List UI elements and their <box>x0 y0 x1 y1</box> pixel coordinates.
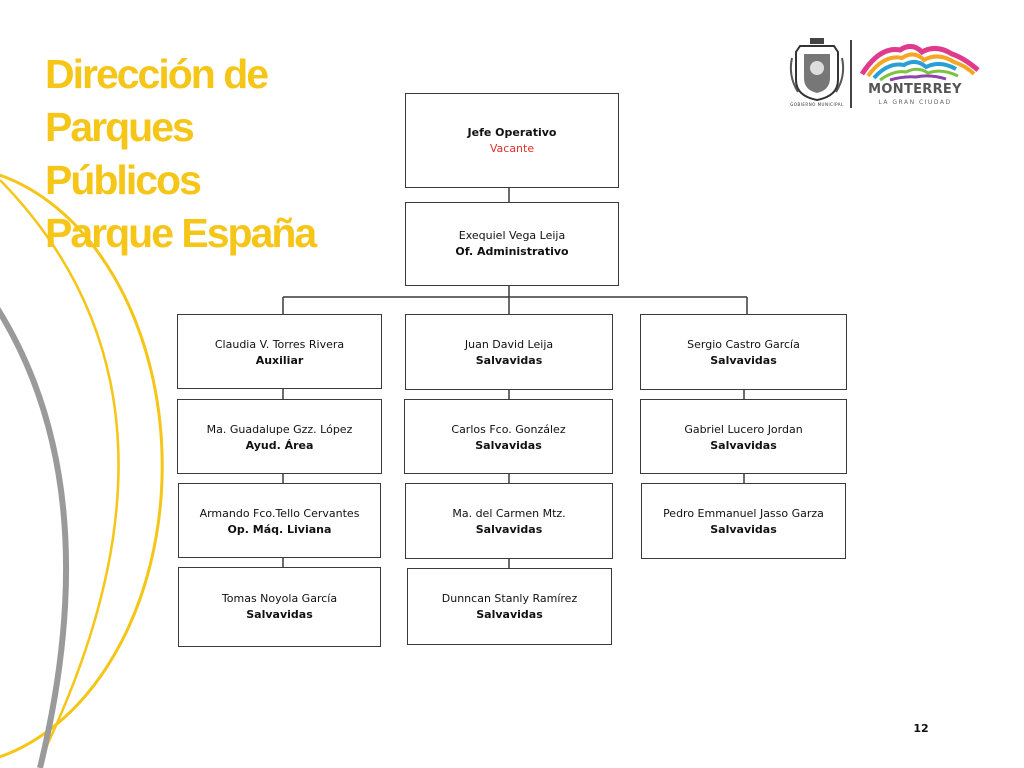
org-box-staff: Tomas Noyola García Salvavidas <box>178 567 381 647</box>
box-role: Salvavidas <box>475 439 542 452</box>
box-name: Carlos Fco. González <box>451 423 566 436</box>
title-line: Públicos <box>45 157 202 203</box>
title-line: Dirección de <box>45 51 269 97</box>
box-name: Dunncan Stanly Ramírez <box>441 591 578 605</box>
box-role: Salvavidas <box>710 523 777 536</box>
seal-caption: GOBIERNO MUNICIPAL <box>790 102 844 107</box>
org-box-staff: Claudia V. Torres Rivera Auxiliar <box>177 314 382 389</box>
logo-divider <box>850 40 852 108</box>
box-role: Ayud. Área <box>245 439 314 452</box>
org-box-staff: Dunncan Stanly Ramírez Salvavidas <box>407 568 612 645</box>
box-name: Armando Fco.Tello Cervantes <box>199 507 360 520</box>
org-box-head: Jefe Operativo Vacante <box>405 93 619 188</box>
box-role: Auxiliar <box>255 354 304 367</box>
box-name: Ma. Guadalupe Gzz. López <box>206 423 353 436</box>
page-number: 12 <box>913 722 929 735</box>
org-box-staff: Sergio Castro García Salvavidas <box>640 314 847 390</box>
box-role-vacant: Vacante <box>489 141 535 155</box>
org-box-staff: Carlos Fco. González Salvavidas <box>404 399 613 474</box>
city-tagline: LA GRAN CIUDAD <box>878 99 952 106</box>
box-name: Exequiel Vega Leija <box>458 229 566 242</box>
org-box-admin: Exequiel Vega Leija Of. Administrativo <box>405 202 619 286</box>
municipal-seal-icon <box>789 38 845 102</box>
org-box-staff: Gabriel Lucero Jordan Salvavidas <box>640 399 847 474</box>
org-box-staff: Pedro Emmanuel Jasso Garza Salvavidas <box>641 483 846 559</box>
box-role: Salvavidas <box>475 523 543 536</box>
box-name: Ma. del Carmen Mtz. <box>452 507 566 520</box>
box-name: Jefe Operativo <box>467 125 557 139</box>
box-name: Gabriel Lucero Jordan <box>684 423 803 436</box>
box-name: Pedro Emmanuel Jasso Garza <box>663 507 824 520</box>
org-box-staff: Armando Fco.Tello Cervantes Op. Máq. Liv… <box>178 483 381 558</box>
org-box-staff: Ma. Guadalupe Gzz. López Ayud. Área <box>177 399 382 474</box>
org-box-staff: Ma. del Carmen Mtz. Salvavidas <box>405 483 613 559</box>
box-role: Op. Máq. Liviana <box>227 523 332 536</box>
page-title: Dirección de Parques Públicos Parque Esp… <box>45 48 375 260</box>
org-box-staff: Juan David Leija Salvavidas <box>405 314 613 390</box>
monterrey-logo: GOBIERNO MUNICIPAL MONTERREY LA GRAN CIU… <box>786 36 986 112</box>
box-role: Salvavidas <box>246 608 313 621</box>
box-role: Salvavidas <box>710 439 777 452</box>
box-role: Salvavidas <box>475 354 543 367</box>
box-name: Tomas Noyola García <box>221 592 338 605</box>
box-name: Claudia V. Torres Rivera <box>214 338 345 351</box>
title-line: Parque España <box>45 210 317 256</box>
box-role: Of. Administrativo <box>455 245 569 258</box>
box-role: Salvavidas <box>710 354 777 367</box>
box-name: Juan David Leija <box>464 338 554 351</box>
mountain-logo-icon <box>860 44 980 82</box>
city-name: MONTERREY <box>868 82 962 97</box>
box-name: Sergio Castro García <box>687 338 800 351</box>
box-role: Salvavidas <box>476 607 543 621</box>
title-line: Parques <box>45 104 195 150</box>
